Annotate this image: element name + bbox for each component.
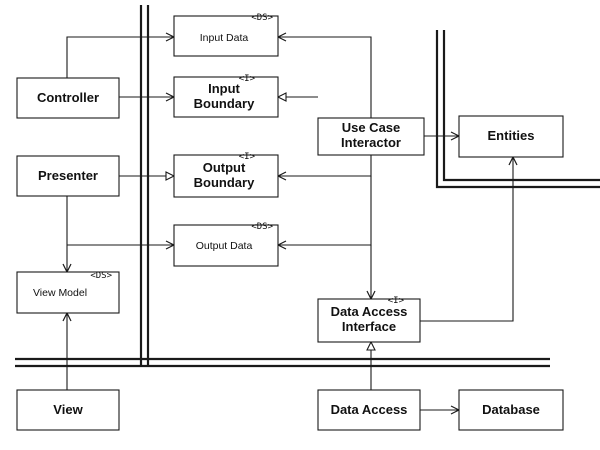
box-entities: Entities bbox=[458, 115, 564, 158]
controller-label: Controller bbox=[37, 90, 99, 105]
box-controller: Controller bbox=[16, 77, 120, 119]
use-case-interactor-label-line2: Interactor bbox=[341, 135, 401, 150]
box-data-access: Data Access bbox=[317, 389, 421, 431]
interactor-to-input-data-arrow bbox=[278, 37, 372, 118]
view-label: View bbox=[53, 402, 83, 417]
input-data-stereotype: <DS> bbox=[251, 13, 273, 23]
output-data-stereotype: <DS> bbox=[251, 222, 273, 232]
view-model-label: View Model bbox=[33, 287, 87, 299]
output-boundary-label-line2: Boundary bbox=[194, 175, 255, 190]
box-view-model: <DS> View Model bbox=[16, 271, 120, 314]
box-data-access-interface: <I> Data Access Interface bbox=[317, 296, 421, 343]
interactor-to-output-data-arrow bbox=[278, 176, 372, 245]
data-access-interface-stereotype: <I> bbox=[388, 296, 405, 306]
data-access-interface-label-line1: Data Access bbox=[331, 304, 408, 319]
data-access-interface-label-line2: Interface bbox=[342, 319, 396, 334]
output-boundary-stereotype: <I> bbox=[239, 152, 256, 162]
box-use-case-interactor: Use Case Interactor bbox=[317, 117, 425, 156]
use-case-interactor-label-line1: Use Case bbox=[342, 120, 401, 135]
input-boundary-label-line2: Boundary bbox=[194, 96, 255, 111]
entities-boundary-outer bbox=[435, 30, 600, 189]
output-boundary-label-line1: Output bbox=[203, 160, 246, 175]
box-view: View bbox=[16, 389, 120, 431]
data-access-label: Data Access bbox=[331, 402, 408, 417]
box-database: Database bbox=[458, 389, 564, 431]
input-boundary-stereotype: <I> bbox=[239, 74, 256, 84]
input-boundary-label-line1: Input bbox=[208, 81, 240, 96]
box-presenter: Presenter bbox=[16, 155, 120, 197]
entities-label: Entities bbox=[488, 128, 535, 143]
view-model-stereotype: <DS> bbox=[90, 271, 112, 281]
box-output-boundary: <I> Output Boundary bbox=[173, 152, 279, 198]
input-data-label: Input Data bbox=[200, 32, 249, 44]
box-output-data: <DS> Output Data bbox=[173, 222, 279, 267]
box-input-data: <DS> Input Data bbox=[173, 13, 279, 57]
connectors bbox=[67, 37, 513, 410]
database-label: Database bbox=[482, 402, 540, 417]
output-data-label: Output Data bbox=[196, 240, 253, 252]
entities-boundary-inner bbox=[442, 30, 600, 182]
interactor-to-output-boundary-arrow bbox=[278, 155, 372, 176]
presenter-label: Presenter bbox=[38, 168, 98, 183]
controller-to-input-data-arrow bbox=[66, 37, 174, 78]
data-access-interface-to-entities-arrow bbox=[420, 157, 513, 322]
box-input-boundary: <I> Input Boundary bbox=[173, 74, 279, 118]
boundary-walls bbox=[15, 5, 600, 368]
